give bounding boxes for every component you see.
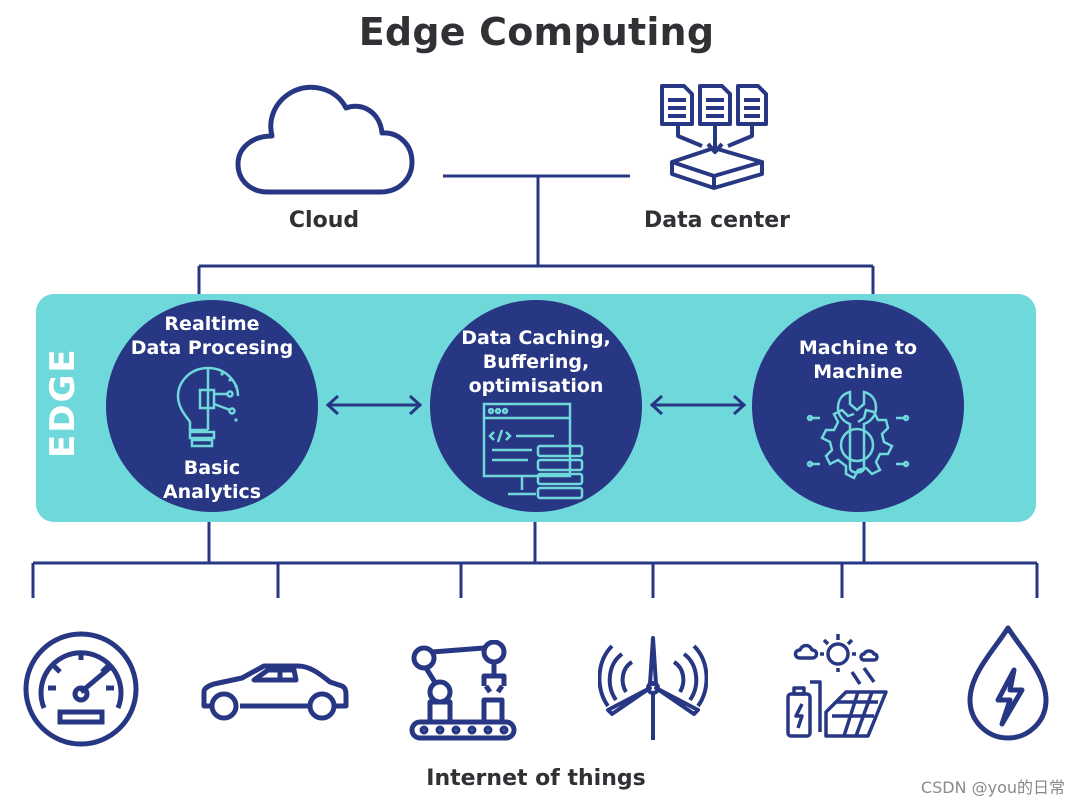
edge-node-m2m-title: Machine to Machine	[752, 336, 964, 384]
lightbulb-circuit-icon	[176, 366, 240, 448]
node-title-line: Machine to	[798, 337, 918, 359]
cloud-label: Cloud	[288, 208, 360, 233]
node-title-line: Realtime	[164, 313, 260, 335]
wrench-gear-icon	[806, 390, 910, 480]
node-title-line: Data Caching,	[461, 327, 611, 349]
node-sub-line: Basic	[183, 457, 241, 479]
double-arrow-icon	[325, 394, 423, 416]
edge-node-realtime-title: Realtime Data Procesing	[106, 312, 318, 360]
data-center-label: Data center	[643, 208, 791, 233]
double-arrow-icon	[649, 394, 747, 416]
code-monitor-server-icon	[482, 402, 584, 500]
node-title-line: Data Procesing	[130, 337, 294, 359]
edge-node-realtime	[106, 300, 318, 512]
cloud-icon	[235, 84, 415, 195]
diagram-title: Edge Computing	[358, 10, 715, 54]
node-title-line: Buffering,	[482, 351, 590, 373]
node-sub-line: Analytics	[162, 481, 262, 503]
speedometer-icon	[23, 631, 139, 747]
edge-node-caching-title: Data Caching, Buffering, optimisation	[430, 326, 642, 398]
wind-turbine-icon	[598, 636, 708, 740]
robot-arm-icon	[409, 640, 517, 741]
node-title-line: Machine	[813, 361, 903, 383]
iot-label: Internet of things	[426, 766, 646, 791]
edge-node-realtime-sub: Basic Analytics	[106, 456, 318, 504]
data-center-icon	[660, 84, 768, 190]
water-energy-icon	[967, 625, 1049, 741]
watermark: CSDN @you的日常	[920, 778, 1065, 797]
edge-node-m2m	[752, 300, 964, 512]
solar-energy-icon	[786, 634, 888, 738]
car-icon	[201, 663, 349, 721]
edge-band-label: EDGE	[43, 347, 83, 458]
node-title-line: optimisation	[468, 375, 604, 397]
